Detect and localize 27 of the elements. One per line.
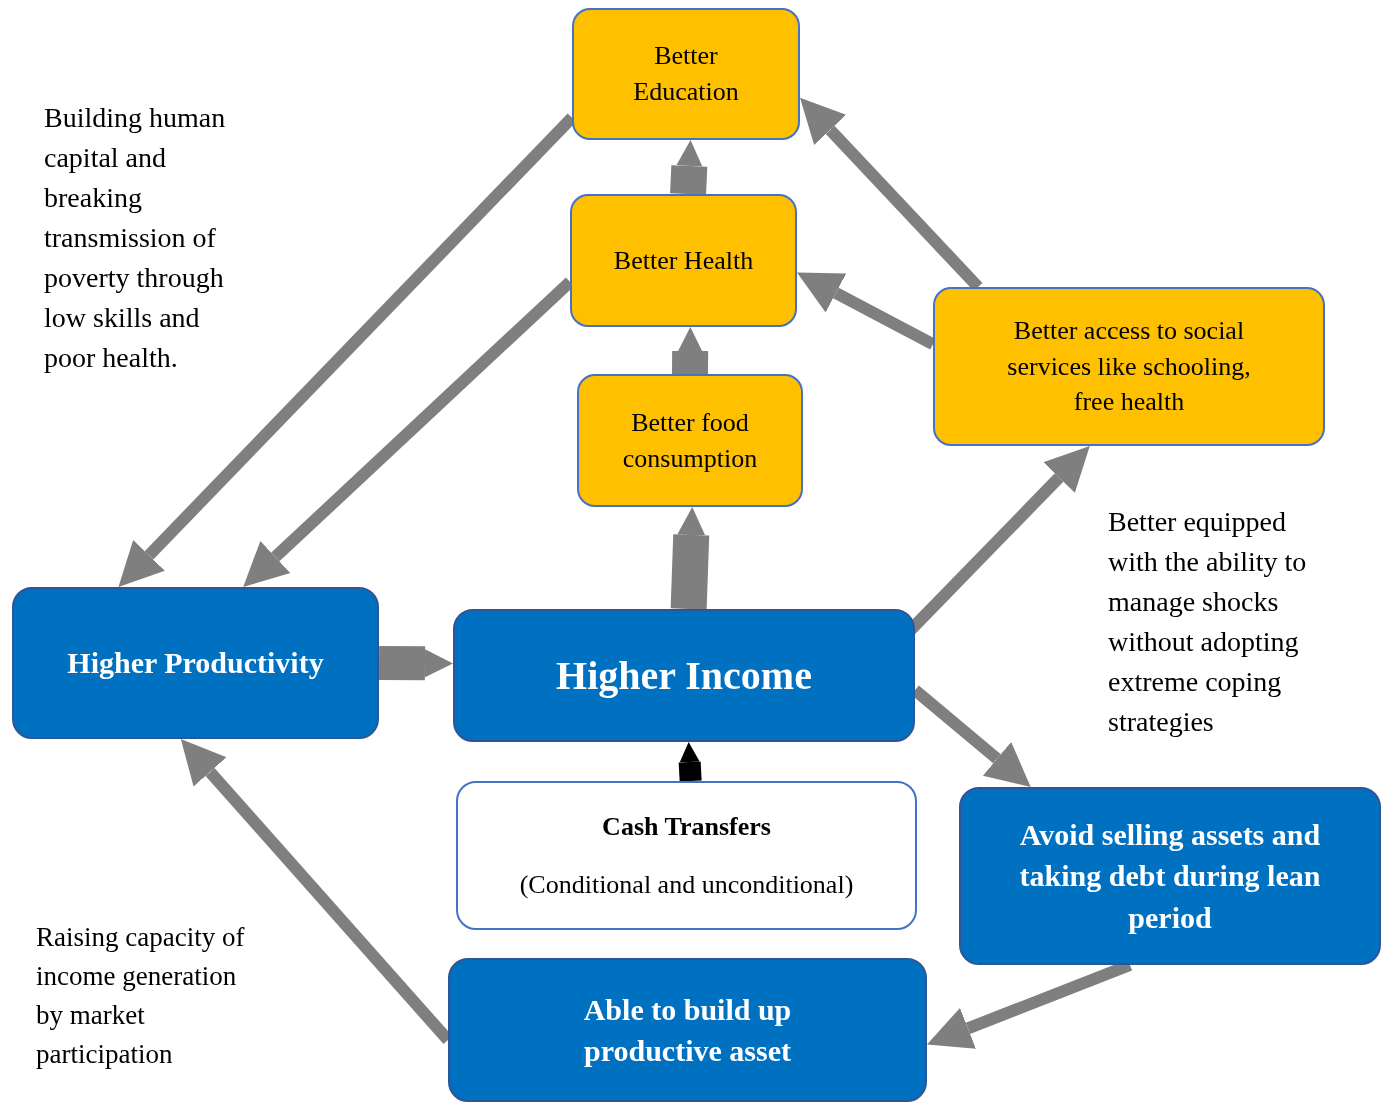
annotation-text: Building human capital and breaking transmission of poverty through low skills and poor health. [44, 101, 227, 375]
outcome-box [577, 374, 803, 507]
outcome-box [12, 587, 379, 739]
block-arrow [378, 646, 453, 681]
outcome-box [959, 787, 1381, 965]
box-title: Better access to social services like schooling, free health [1006, 314, 1252, 419]
box-title: Higher Productivity [67, 645, 324, 682]
box-title: Able to build up productive asset [582, 991, 793, 1069]
outcome-box [572, 8, 800, 140]
block-arrow [670, 140, 708, 195]
outcome-box [933, 287, 1325, 446]
outcome-box [448, 958, 927, 1102]
outcome-box [570, 194, 797, 327]
box-title: Avoid selling assets and taking debt during lean period [1018, 816, 1322, 936]
block-arrow [670, 507, 710, 610]
box-title: Cash Transfers [602, 810, 771, 843]
annotation-text: Raising capacity of income generation by market participation [36, 921, 246, 1071]
box-title: Better Health [613, 244, 754, 277]
block-arrow [678, 742, 702, 782]
annotation-text: Better equipped with the ability to manage shocks without adopting extreme coping strategies [1108, 505, 1308, 739]
box-title: Higher Income [556, 651, 812, 700]
box-title: Better food consumption [621, 406, 759, 475]
box-title: Better Education [632, 40, 740, 108]
box-subtitle: (Conditional and unconditional) [519, 868, 854, 901]
outcome-box [453, 609, 915, 742]
intervention-box [456, 781, 917, 930]
block-arrow [672, 327, 709, 375]
